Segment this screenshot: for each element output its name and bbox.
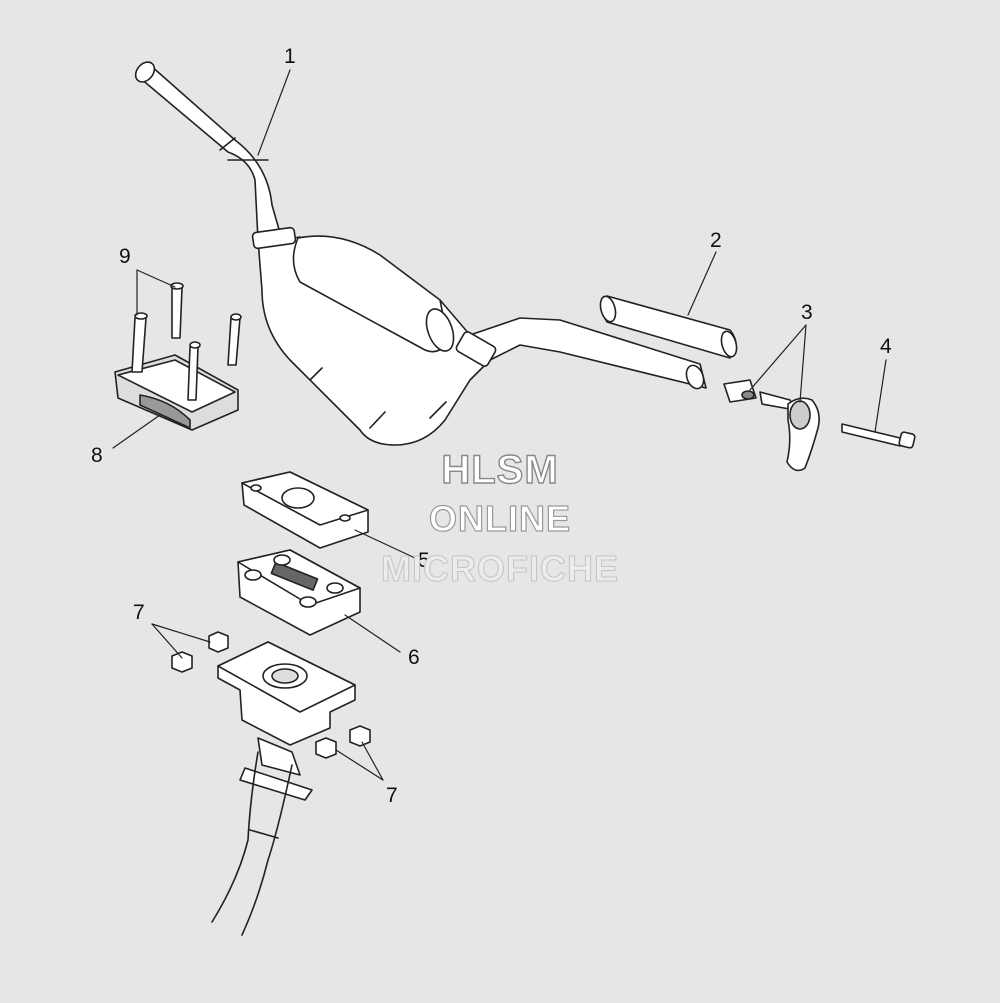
callout-4: 4: [880, 335, 892, 358]
watermark-line-2: ONLINE: [428, 498, 571, 539]
clamp-bolts-part: [131, 282, 242, 401]
leader-lines: [112, 69, 887, 781]
steering-stem-part: [211, 641, 356, 936]
clamp-cap-part: [241, 471, 369, 549]
grip-part: [599, 295, 738, 359]
callout-9: 9: [119, 245, 131, 268]
callout-1: 1: [284, 45, 296, 68]
watermark-line-3: MICROFICHE: [381, 548, 619, 589]
nuts-part: [171, 631, 371, 759]
callout-3: 3: [801, 301, 813, 324]
upper-clamp-part: [114, 354, 239, 431]
callout-2: 2: [710, 229, 722, 252]
throttle-part: [723, 379, 820, 472]
clamp-base-part: [237, 549, 361, 636]
callout-6: 6: [408, 646, 420, 669]
callout-7-upper: 7: [133, 601, 145, 624]
callout-8: 8: [91, 444, 103, 467]
watermark-line-1: HLSM: [441, 448, 559, 492]
handlebar-part: [134, 61, 707, 446]
long-bolt-part: [841, 423, 916, 449]
callout-7-lower: 7: [386, 784, 398, 807]
callout-5: 5: [418, 549, 430, 572]
